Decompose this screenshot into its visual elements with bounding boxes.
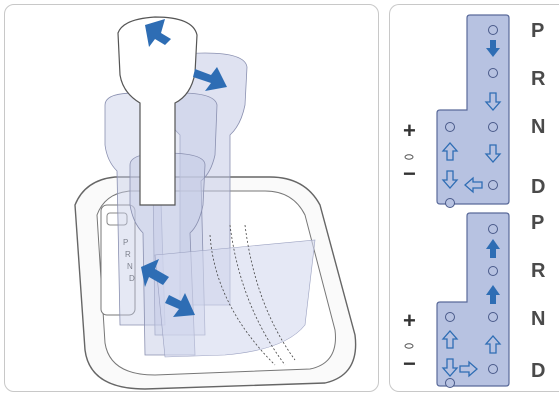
arrow-down-right [193,67,227,91]
arrow-up-left-lower [141,259,169,287]
arrow-up-left [145,19,171,47]
gate-lower-letter-p: P [531,212,545,234]
ghost-boot [154,239,316,358]
gate-upper-arrow-n-down [484,144,502,163]
gate-upper-arrow-minus-down [441,170,459,189]
gate-lower-letter-d: D [531,360,546,382]
gate-lower-arrow-n-up [486,285,500,304]
gate-lower-arrow-to-d-right [459,360,478,378]
gate-lower: + − [403,212,510,388]
gate-upper-arrow-r-down [484,92,502,111]
gate-lower-plate [436,212,510,387]
gate-lower-plus: + [403,308,416,333]
shifter-illustration: P R N D [74,16,357,390]
gate-lower-minus: − [403,351,416,376]
shift-pattern-panel: + − [389,4,559,392]
gate-upper-letter-p: P [531,20,545,42]
shift-pattern-diagrams: + − [403,14,510,388]
gate-upper-arrow-d-left [464,176,483,194]
gate-lower-letter-r: R [531,260,546,282]
gate-lower-letter-n: N [531,308,546,330]
svg-text:D: D [129,274,135,283]
gate-lower-arrow-minus-down [441,358,459,377]
svg-text:P: P [123,238,128,247]
arrow-down-right-lower [165,293,195,317]
gate-lower-arrow-r-up [486,239,500,258]
gate-upper-plus: + [403,118,416,143]
gate-lower-arrow-d-up [484,335,502,354]
svg-text:N: N [127,262,133,271]
gate-upper-letter-d: D [531,176,546,198]
gate-upper-letter-r: R [531,68,546,90]
gate-upper: + − [403,14,510,208]
gate-upper-plate [436,14,510,205]
gate-upper-letter-n: N [531,116,546,138]
gate-upper-minus: − [403,161,416,186]
svg-text:R: R [125,250,131,259]
shifter-illustration-panel: P R N D [4,4,379,392]
gate-upper-arrow-p-down [486,40,500,57]
gate-upper-arrow-plus-up [441,142,459,161]
gate-lower-arrow-plus-up [441,330,459,349]
